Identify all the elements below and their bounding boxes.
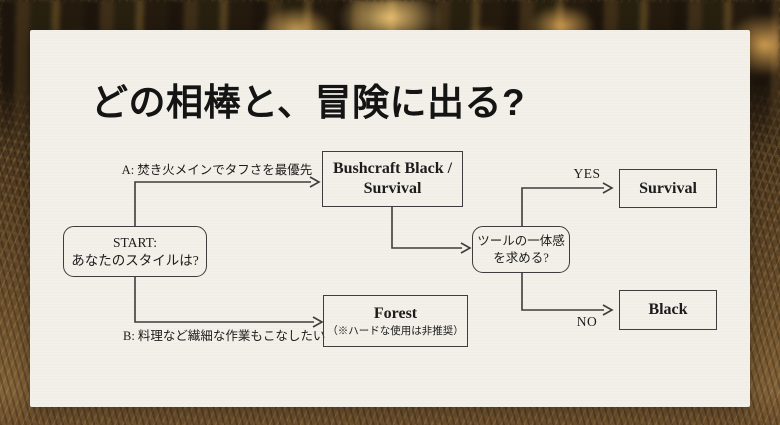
node-start-line2: あなたのスタイルは? (71, 252, 199, 268)
node-forest-title: Forest (373, 304, 418, 322)
node-survival: Survival (619, 169, 717, 208)
edge-yes-label: YES (573, 166, 601, 181)
branch-b-label: B: 料理など繊細な作業もこなしたい (123, 329, 326, 343)
node-survival-label: Survival (639, 179, 697, 197)
node-bushcraft-line2: Survival (363, 180, 422, 197)
node-black-label: Black (648, 301, 688, 318)
node-start: START: あなたのスタイルは? (63, 226, 207, 277)
node-forest: Forest （※ハードな使用は非推奨） (323, 295, 468, 347)
node-decision-line2: を求める? (493, 250, 549, 265)
node-decision-line1: ツールの一体感 (477, 234, 565, 249)
edge-no-label: NO (576, 314, 598, 329)
node-forest-note: （※ハードな使用は非推奨） (327, 325, 464, 337)
node-bushcraft-line1: Bushcraft Black / (332, 160, 453, 177)
slide-card: どの相棒と、冒険に出る? (30, 30, 750, 407)
branch-a-label: A: 焚き火メインでタフさを最優先 (121, 163, 313, 177)
page-title: どの相棒と、冒険に出る? (91, 82, 526, 123)
node-decision-tool-unity: ツールの一体感 を求める? (472, 226, 570, 273)
node-black: Black (619, 290, 717, 330)
node-start-line1: START: (113, 234, 157, 250)
node-bushcraft-black-survival: Bushcraft Black / Survival (322, 151, 463, 207)
